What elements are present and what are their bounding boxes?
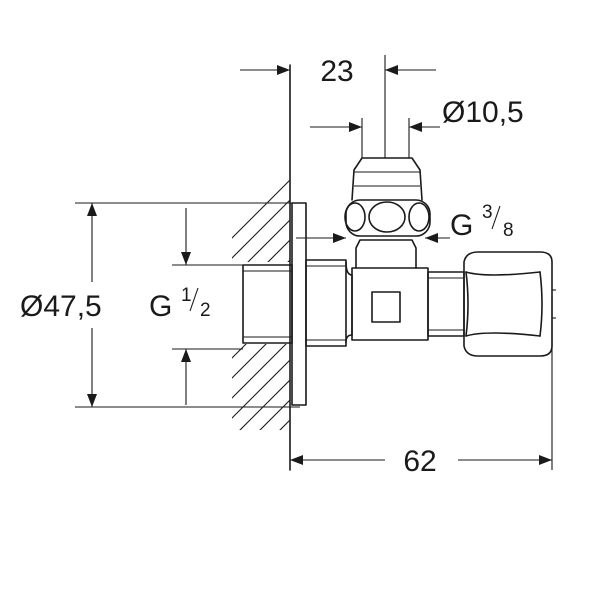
wall-opening [232, 262, 290, 344]
thread-g12-letter: G [149, 290, 172, 323]
inlet-pipe [242, 264, 293, 344]
thread-g38-leader [296, 233, 450, 243]
thread-g12-fraction-bar [189, 287, 199, 312]
dimension-diameter-47-5-label: Ø47,5 [20, 290, 102, 323]
flange-plate [291, 202, 307, 406]
thread-g38-letter: G [450, 209, 473, 242]
dimension-diameter-10-5-label: Ø10,5 [442, 96, 524, 129]
dimension-23-label: 23 [320, 55, 353, 88]
dimension-diameter-47-5 [75, 202, 300, 408]
dimension-62 [290, 296, 553, 470]
dimension-23 [240, 55, 436, 158]
valve-neck [305, 259, 347, 347]
thread-g12-denominator: 2 [200, 300, 211, 321]
dimension-diameter-10-5 [310, 118, 440, 158]
valve-body [345, 261, 465, 343]
valve-cap [344, 157, 431, 269]
thread-g38-numerator: 3 [482, 202, 493, 223]
thread-g38-fraction-bar [491, 205, 501, 230]
wall-hatching [232, 179, 290, 430]
thread-g12-numerator: 1 [181, 285, 192, 306]
thread-g12-leader [172, 208, 243, 405]
compression-nut [463, 251, 556, 357]
thread-g38-denominator: 8 [503, 220, 514, 241]
dimension-62-label: 62 [403, 445, 436, 478]
